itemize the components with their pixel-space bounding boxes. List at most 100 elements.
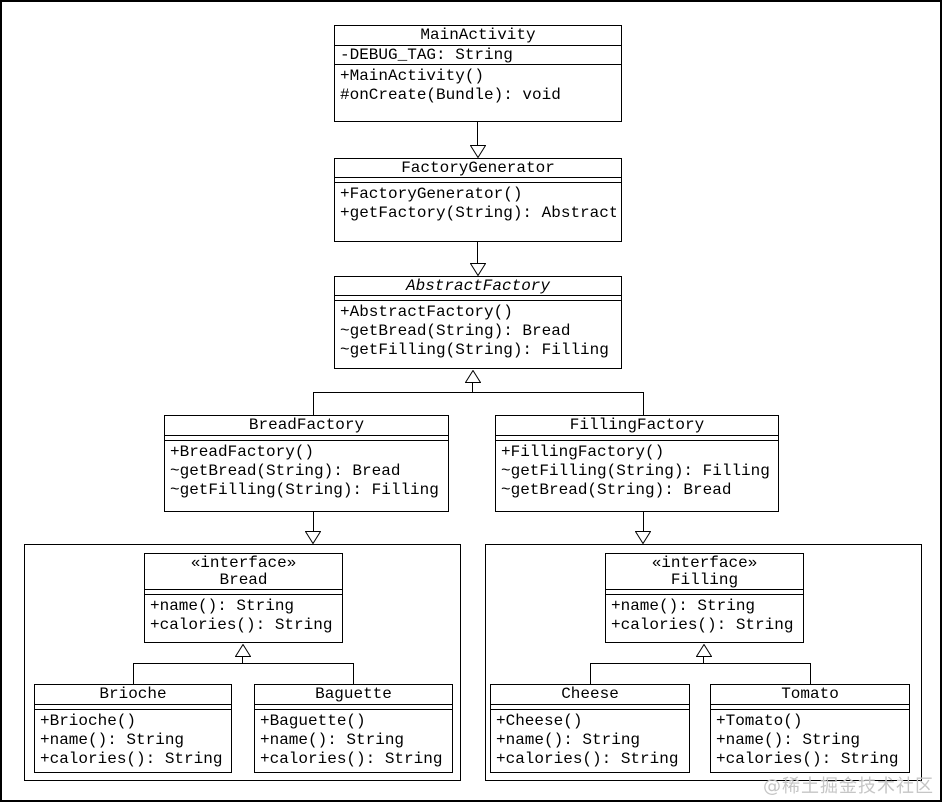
uml-method: +BreadFactory() [170,443,315,461]
class-title: BreadFactory [165,416,448,436]
connector-line [643,392,644,415]
generalization-arrow-icon [465,370,481,383]
class-methods: +name(): String +calories(): String [145,595,342,637]
connector-line [313,512,314,531]
class-title: FillingFactory [496,416,778,436]
uml-method: +name(): String [40,731,185,749]
interface-name: Bread [219,571,268,589]
arrow-down-icon [470,145,486,158]
uml-method: +calories(): String [496,750,679,768]
connector-line [313,392,314,415]
watermark: @稀土掘金技术社区 [763,776,934,797]
connector-line [133,663,134,684]
package-box-bread [24,544,461,781]
generalization-arrow-icon [235,644,251,657]
uml-method: +calories(): String [260,750,443,768]
uml-method: +name(): String [496,731,641,749]
class-attributes [165,436,448,441]
class-methods: +Baguette() +name(): String +calories():… [255,710,452,771]
uml-method: +calories(): String [150,616,333,634]
class-methods: +Tomato() +name(): String +calories(): S… [711,710,909,771]
uml-method: +Baguette() [260,712,366,730]
uml-method: ~getBread(String): Bread [340,322,571,340]
uml-method: +calories(): String [611,616,794,634]
uml-method: +FactoryGenerator() [340,185,523,203]
uml-attribute: -DEBUG_TAG: String [340,46,513,64]
connector-line [590,663,591,684]
connector-line [477,122,478,145]
class-attributes [491,705,689,710]
class-methods: +MainActivity() #onCreate(Bundle): void [335,65,621,107]
class-title: MainActivity [335,26,621,46]
uml-method: +Tomato() [716,712,803,730]
class-title: Brioche [35,685,231,705]
uml-method: ~getFilling(String): Filling [340,341,609,359]
class-box-mainactivity: MainActivity -DEBUG_TAG: String +MainAct… [334,25,622,122]
connector-line [313,392,644,393]
class-attributes [255,705,452,710]
uml-method: +calories(): String [40,750,223,768]
uml-method: ~getFilling(String): Filling [501,462,770,480]
stereotype-label: «interface» [190,554,297,572]
class-methods: +FactoryGenerator() +getFactory(String):… [335,183,621,225]
uml-method: #onCreate(Bundle): void [340,86,561,104]
class-box-baguette: Baguette +Baguette() +name(): String +ca… [254,684,453,773]
connector-line [133,663,354,664]
uml-method: +Brioche() [40,712,137,730]
stereotype-label: «interface» [651,554,758,572]
connector-line [353,663,354,684]
interface-box-bread: «interface» Bread +name(): String +calor… [144,553,343,643]
class-methods: +name(): String +calories(): String [606,595,803,637]
class-attributes [335,296,621,301]
class-attributes [496,436,778,441]
class-attributes [35,705,231,710]
class-title: Baguette [255,685,452,705]
uml-method: +name(): String [260,731,405,749]
uml-method: ~getBread(String): Bread [501,481,732,499]
uml-method: +name(): String [716,731,861,749]
class-title: «interface» Bread [145,554,342,590]
class-box-fillingfactory: FillingFactory +FillingFactory() ~getFil… [495,415,779,512]
class-attributes [711,705,909,710]
class-methods: +BreadFactory() ~getBread(String): Bread… [165,441,448,502]
class-attributes [145,590,342,595]
class-title: Cheese [491,685,689,705]
class-attributes: -DEBUG_TAG: String [335,46,621,65]
arrow-down-icon [470,263,486,276]
class-attributes [606,590,803,595]
class-title: Tomato [711,685,909,705]
arrow-down-icon [635,531,651,544]
uml-method: +FillingFactory() [501,443,665,461]
uml-method: +name(): String [611,597,756,615]
interface-name: Filling [670,571,739,589]
connector-line [472,383,473,392]
interface-box-filling: «interface» Filling +name(): String +cal… [605,553,804,643]
uml-method: +Cheese() [496,712,583,730]
connector-line [810,663,811,684]
class-box-cheese: Cheese +Cheese() +name(): String +calori… [490,684,690,773]
package-box-filling [485,544,922,781]
class-title: FactoryGenerator [335,159,621,178]
uml-method: +MainActivity() [340,67,485,85]
class-box-abstractfactory: AbstractFactory +AbstractFactory() ~getB… [334,276,622,369]
class-methods: +Brioche() +name(): String +calories(): … [35,710,231,771]
uml-method: +AbstractFactory() [340,303,513,321]
class-box-tomato: Tomato +Tomato() +name(): String +calori… [710,684,910,773]
connector-line [590,663,811,664]
class-title: «interface» Filling [606,554,803,590]
connector-line [242,657,243,663]
connector-line [477,242,478,263]
arrow-down-icon [305,531,321,544]
class-box-factorygenerator: FactoryGenerator +FactoryGenerator() +ge… [334,158,622,242]
class-methods: +FillingFactory() ~getFilling(String): F… [496,441,778,502]
uml-method: +getFactory(String): AbstractFactory [340,204,616,222]
class-attributes [335,178,621,183]
generalization-arrow-icon [696,644,712,657]
class-box-breadfactory: BreadFactory +BreadFactory() ~getBread(S… [164,415,449,512]
class-box-brioche: Brioche +Brioche() +name(): String +calo… [34,684,232,773]
uml-method: +calories(): String [716,750,899,768]
class-title: AbstractFactory [335,277,621,296]
uml-method: +name(): String [150,597,295,615]
uml-method: ~getFilling(String): Filling [170,481,439,499]
